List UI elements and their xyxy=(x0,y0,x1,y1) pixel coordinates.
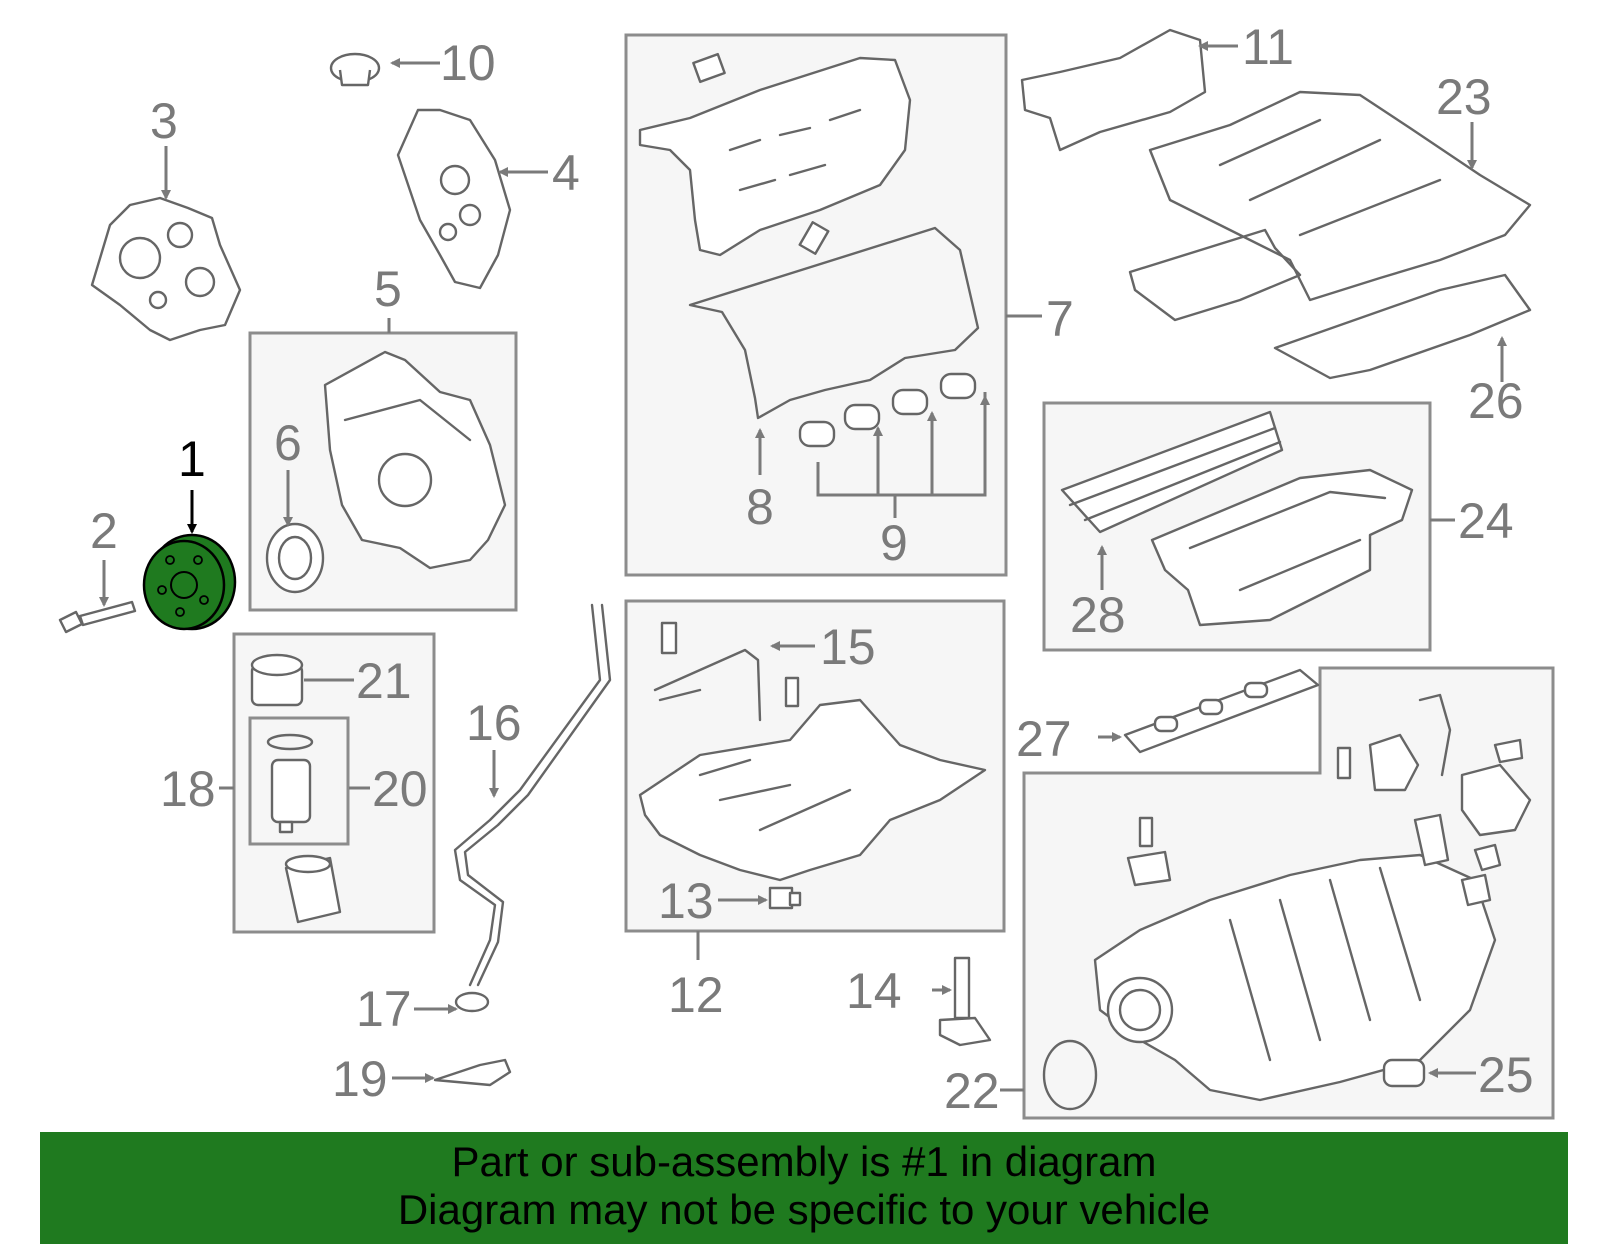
callout-18: 18 xyxy=(160,761,216,817)
callout-4: 4 xyxy=(552,145,580,201)
callout-21: 21 xyxy=(356,653,412,709)
callout-3: 3 xyxy=(150,93,178,149)
balancer-bolt-part xyxy=(58,600,137,634)
banner-line-part-number: Part or sub-assembly is #1 in diagram xyxy=(451,1138,1157,1185)
intake-manifold-part xyxy=(1093,853,1497,1102)
callout-10: 10 xyxy=(440,35,496,91)
front-seal-part xyxy=(265,522,325,594)
callout-22: 22 xyxy=(944,1063,1000,1119)
drain-plug-part xyxy=(768,886,802,910)
callout-28: 28 xyxy=(1070,587,1126,643)
callout-24: 24 xyxy=(1458,493,1514,549)
oil-pan-upper-part xyxy=(638,698,987,882)
callout-17: 17 xyxy=(356,981,412,1037)
callout-13: 13 xyxy=(658,873,714,929)
callout-12: 12 xyxy=(668,967,724,1023)
oil-pan-lower-part xyxy=(1150,468,1414,627)
valve-cover-part xyxy=(638,52,912,257)
banner-line-disclaimer: Diagram may not be specific to your vehi… xyxy=(397,1186,1211,1233)
front-cover-part xyxy=(396,108,512,290)
valley-cover-part xyxy=(1148,90,1532,302)
valley-gaskets-part xyxy=(1128,228,1532,380)
oil-level-sensor-part xyxy=(938,956,992,1047)
valve-cover-bolt-part xyxy=(798,221,830,255)
intake-gasket-part xyxy=(1123,668,1320,754)
oil-filter-cap-part xyxy=(250,653,304,707)
callout-15: 15 xyxy=(820,619,876,675)
throttle-gasket-part xyxy=(1042,1039,1098,1111)
leader-lines xyxy=(99,41,1507,1092)
timing-case-part xyxy=(323,350,507,570)
oil-filler-cap-part xyxy=(329,52,381,87)
callout-23: 23 xyxy=(1436,69,1492,125)
harmonic-balancer-part xyxy=(142,533,237,631)
valve-cover-gasket-part xyxy=(688,226,980,420)
callout-labels: 1 2 3 4 5 6 7 8 9 10 11 12 13 14 15 16 1… xyxy=(90,19,1534,1119)
callout-11: 11 xyxy=(1242,19,1294,75)
dipstick-tube-part xyxy=(453,603,612,1013)
intake-plenum-cover-part xyxy=(1020,28,1207,152)
callout-14: 14 xyxy=(846,963,902,1019)
intake-sensors-part xyxy=(1126,693,1532,907)
callout-8: 8 xyxy=(746,479,774,535)
callout-27: 27 xyxy=(1016,711,1072,767)
oil-tube-part xyxy=(653,621,800,722)
dipstick-handle-part xyxy=(433,1058,512,1087)
callout-19: 19 xyxy=(332,1051,388,1107)
manifold-seal-part xyxy=(1382,1058,1426,1088)
callout-1: 1 xyxy=(178,431,206,487)
callout-2: 2 xyxy=(90,503,118,559)
callout-26: 26 xyxy=(1468,373,1524,429)
oil-filter-housing-part xyxy=(284,854,342,924)
callout-20: 20 xyxy=(372,761,428,817)
timing-cover-part xyxy=(90,196,242,342)
callout-5: 5 xyxy=(374,261,402,317)
info-banner: Part or sub-assembly is #1 in diagram Di… xyxy=(40,1132,1568,1244)
spark-plug-tube-seals-part xyxy=(798,372,977,448)
callout-7: 7 xyxy=(1046,291,1074,347)
oil-filter-part xyxy=(266,733,314,834)
callout-25: 25 xyxy=(1478,1047,1534,1103)
callout-6: 6 xyxy=(274,415,302,471)
callout-16: 16 xyxy=(466,695,522,751)
callout-9: 9 xyxy=(880,515,908,571)
oil-pan-baffle-part xyxy=(1060,410,1284,534)
